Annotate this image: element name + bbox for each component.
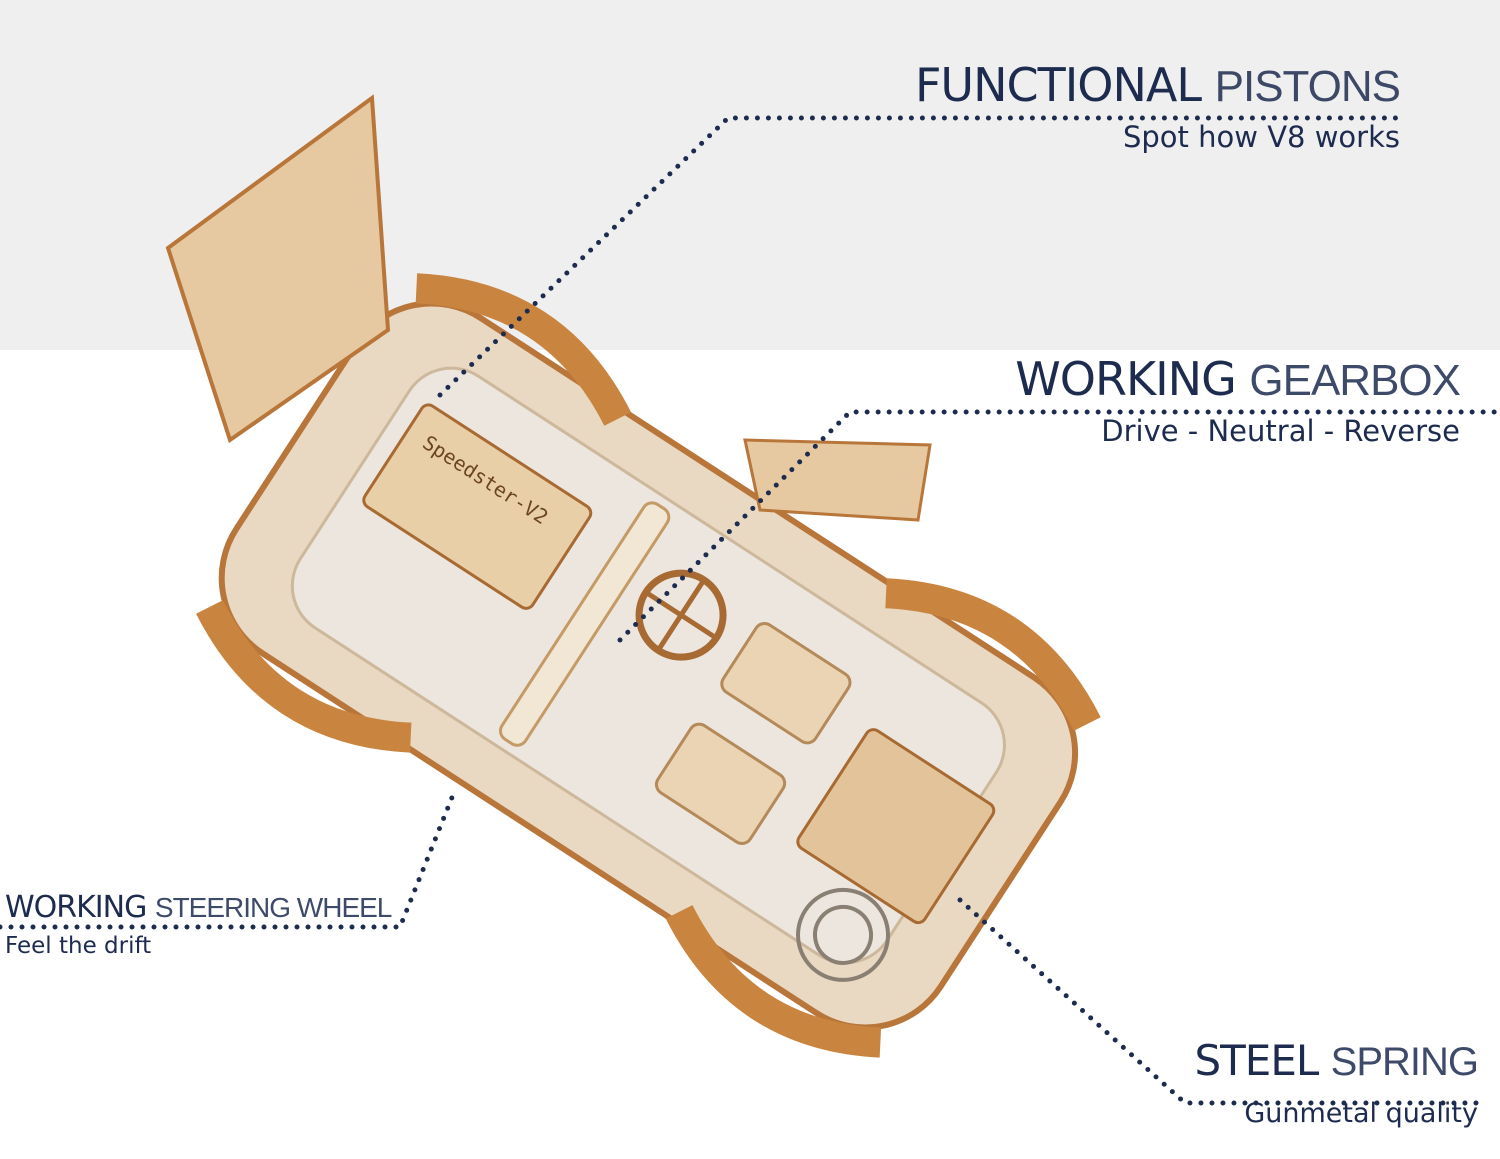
- callout-steering-light: STEERING WHEEL: [154, 892, 392, 923]
- callout-spring-light: SPRING: [1330, 1040, 1479, 1084]
- fender-rear-left: [885, 578, 1101, 731]
- callout-spring: STEEL SPRING Gunmetal quality: [1194, 1040, 1479, 1129]
- callout-steering: WORKING STEERING WHEEL Feel the drift: [5, 890, 392, 959]
- engine-block: [362, 403, 593, 610]
- callout-pistons-bold: FUNCTIONAL: [914, 58, 1202, 112]
- callout-gearbox: WORKING GEARBOX Drive - Neutral - Revers…: [1015, 356, 1461, 448]
- callout-pistons-subtitle: Spot how V8 works: [1122, 120, 1400, 154]
- wooden-car-model: Speedster-V2: [196, 273, 1101, 1058]
- fender-rear-right: [665, 905, 882, 1058]
- callout-gearbox-subtitle: Drive - Neutral - Reverse: [1101, 414, 1460, 448]
- pistons-leader-line: [437, 115, 1408, 398]
- fender-front-left: [415, 273, 632, 426]
- callout-spring-bold: STEEL: [1194, 1036, 1319, 1085]
- gearbox-leader-line: [617, 409, 1498, 643]
- fender-front-right: [196, 600, 412, 753]
- seat-left: [720, 622, 852, 745]
- callout-gearbox-bold: WORKING: [1015, 352, 1236, 406]
- spring-leader-line: [957, 897, 1481, 1106]
- open-door: [743, 438, 932, 522]
- callout-lines: [0, 115, 1498, 1106]
- windshield: [498, 501, 671, 747]
- callout-pistons: FUNCTIONAL PISTONS Spot how V8 works: [915, 62, 1401, 154]
- callout-steering-bold: WORKING: [5, 890, 147, 925]
- trunk-lid: [796, 728, 996, 925]
- steering-wheel: [635, 569, 727, 661]
- callout-spring-subtitle: Gunmetal quality: [1244, 1098, 1478, 1129]
- callout-gearbox-light: GEARBOX: [1249, 356, 1461, 405]
- steel-spring: [796, 887, 891, 982]
- callout-pistons-light: PISTONS: [1214, 62, 1401, 111]
- callout-steering-subtitle: Feel the drift: [5, 933, 152, 959]
- open-hood: [165, 94, 391, 444]
- steering-leader-line: [0, 787, 458, 930]
- seat-right: [654, 722, 787, 846]
